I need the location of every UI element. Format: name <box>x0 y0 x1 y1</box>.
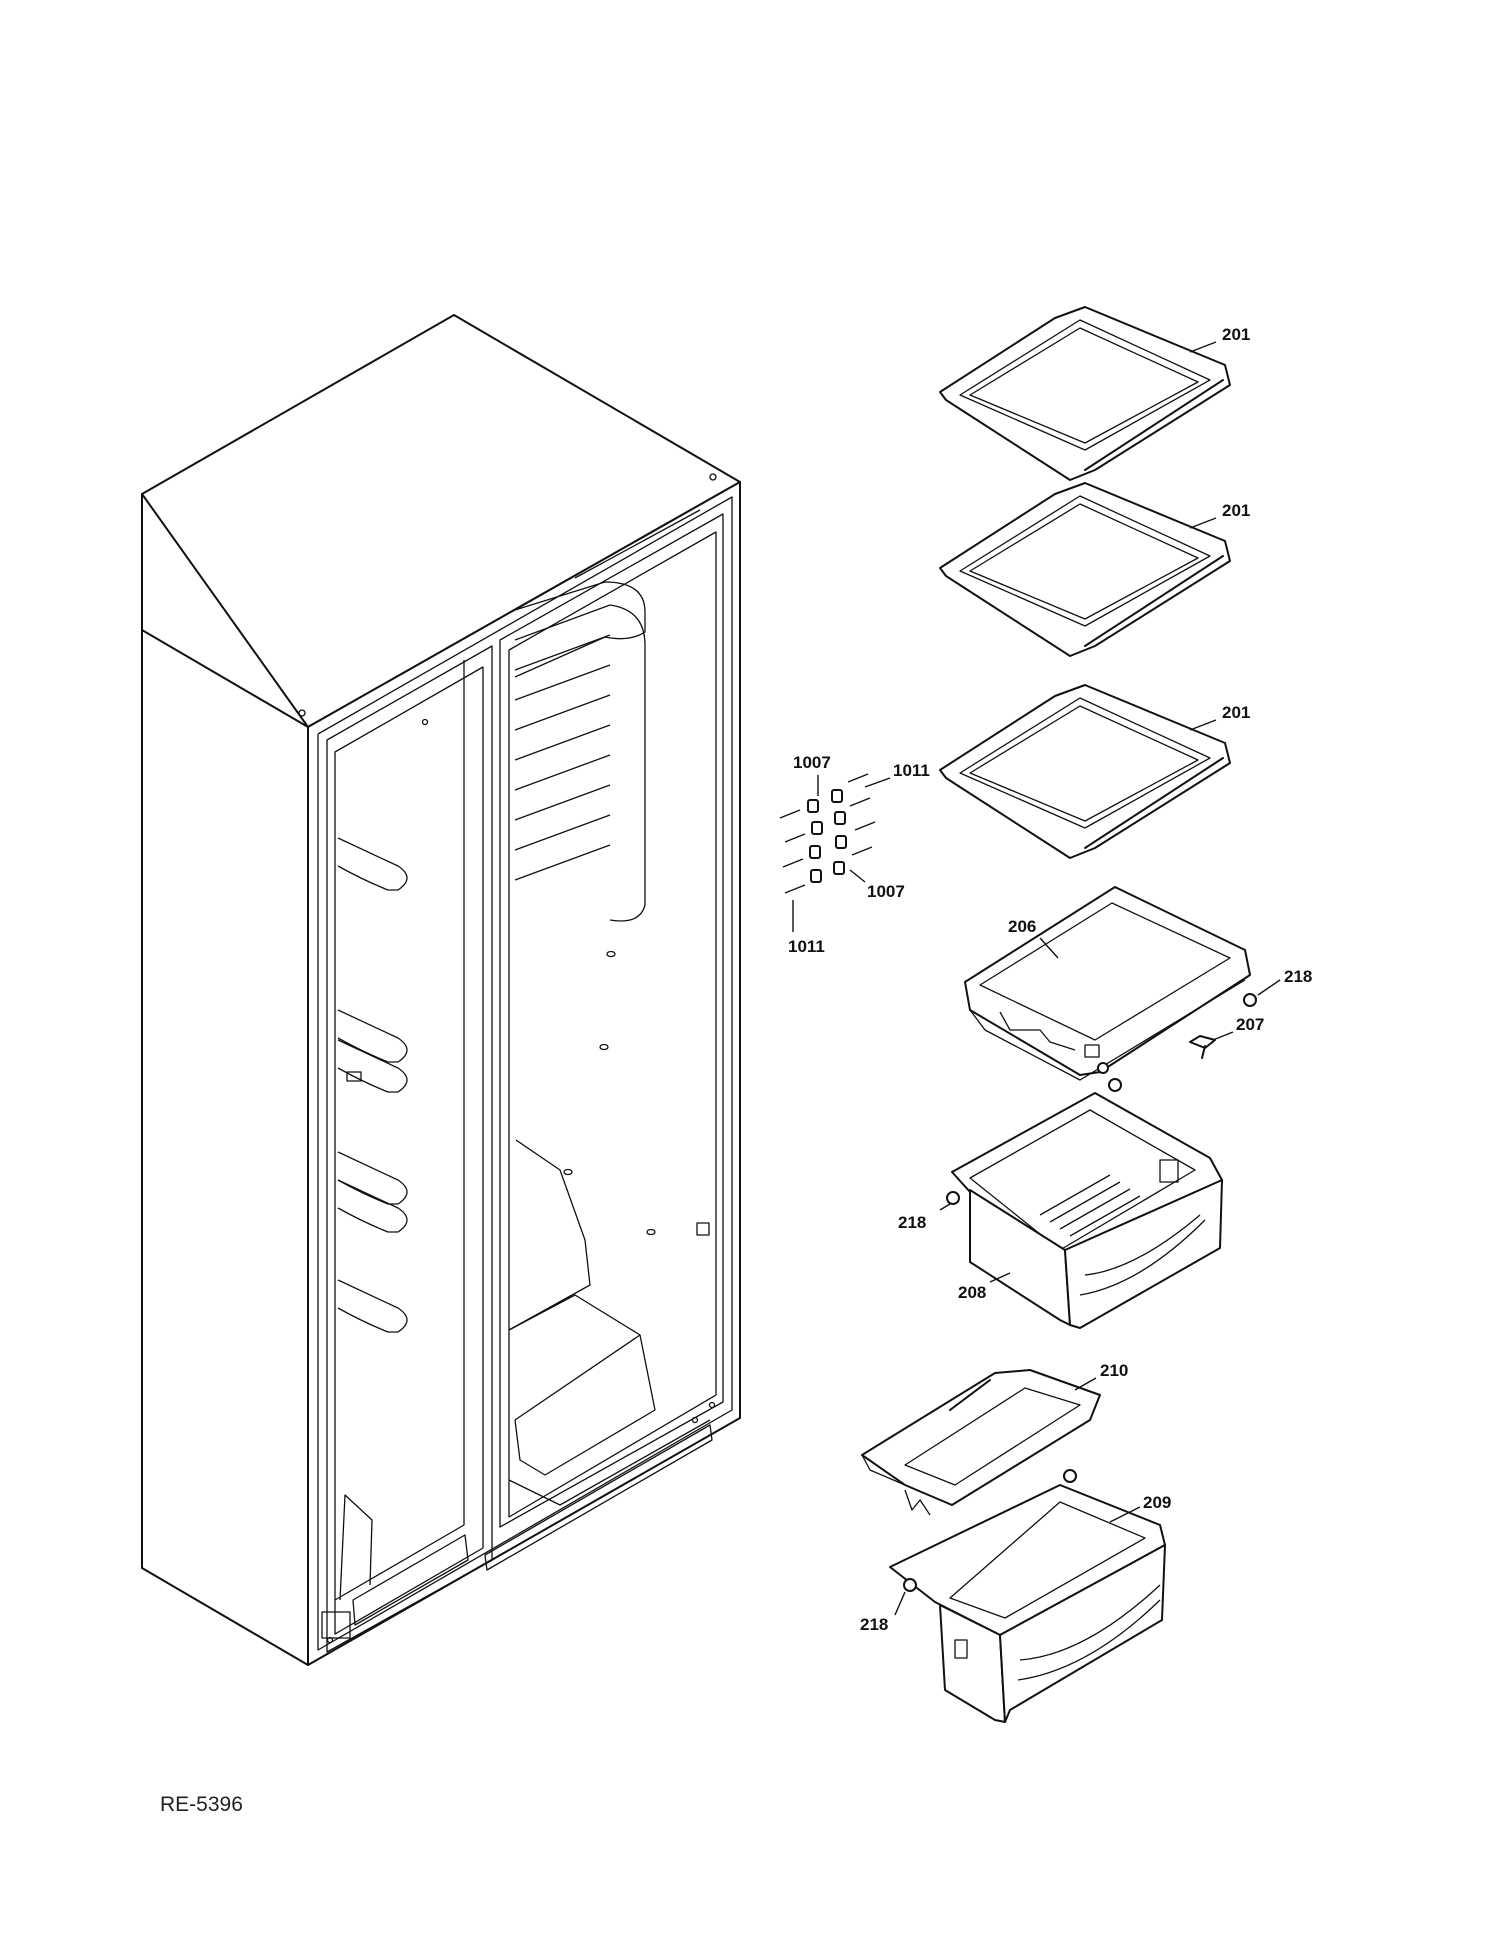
pan-cover-210 <box>861 1369 1101 1516</box>
glass-shelf-201-bottom <box>939 684 1231 859</box>
callout-1007-top: 1007 <box>793 753 831 772</box>
callout-209: 209 <box>1143 1493 1171 1512</box>
callout-218-snack: 218 <box>860 1615 888 1634</box>
callout-1011-bottom: 1011 <box>788 937 825 956</box>
nut-218-f <box>903 1578 917 1592</box>
callout-1011-top: 1011 <box>893 761 930 780</box>
nut-218-b <box>1097 1062 1109 1074</box>
nut-218-d <box>946 1191 960 1205</box>
pan-cover-206 <box>964 886 1251 1081</box>
callout-201-middle: 201 <box>1222 501 1250 520</box>
callout-201-top: 201 <box>1222 325 1250 344</box>
glass-shelf-201-middle <box>939 482 1231 657</box>
glass-shelf-201-top <box>939 306 1231 481</box>
freezer-shelf-supports <box>337 837 408 1333</box>
callout-218-pan: 218 <box>898 1213 926 1232</box>
nut-218-e <box>1063 1469 1077 1483</box>
callout-207: 207 <box>1236 1015 1264 1034</box>
nut-218-c <box>1108 1078 1122 1092</box>
snack-pan-209 <box>889 1484 1166 1723</box>
shelf-support-hardware <box>779 773 876 894</box>
callout-labels: 201 201 201 1007 1011 1007 1011 206 218 … <box>788 325 1312 1634</box>
callout-1007-bottom: 1007 <box>867 882 905 901</box>
crisper-pan-208 <box>951 1092 1223 1329</box>
callout-210: 210 <box>1100 1361 1128 1380</box>
callout-208: 208 <box>958 1283 986 1302</box>
callout-218-cover: 218 <box>1284 967 1312 986</box>
nut-218-a <box>1243 993 1257 1007</box>
callout-201-bottom: 201 <box>1222 703 1250 722</box>
drawing-reference-number: RE-5396 <box>160 1793 243 1816</box>
fresh-food-rail-supports <box>514 581 646 922</box>
refrigerator-cabinet <box>141 314 741 1666</box>
callout-206: 206 <box>1008 917 1036 936</box>
cover-pin-207 <box>1189 1035 1216 1059</box>
callout-leaders <box>792 341 1281 1616</box>
